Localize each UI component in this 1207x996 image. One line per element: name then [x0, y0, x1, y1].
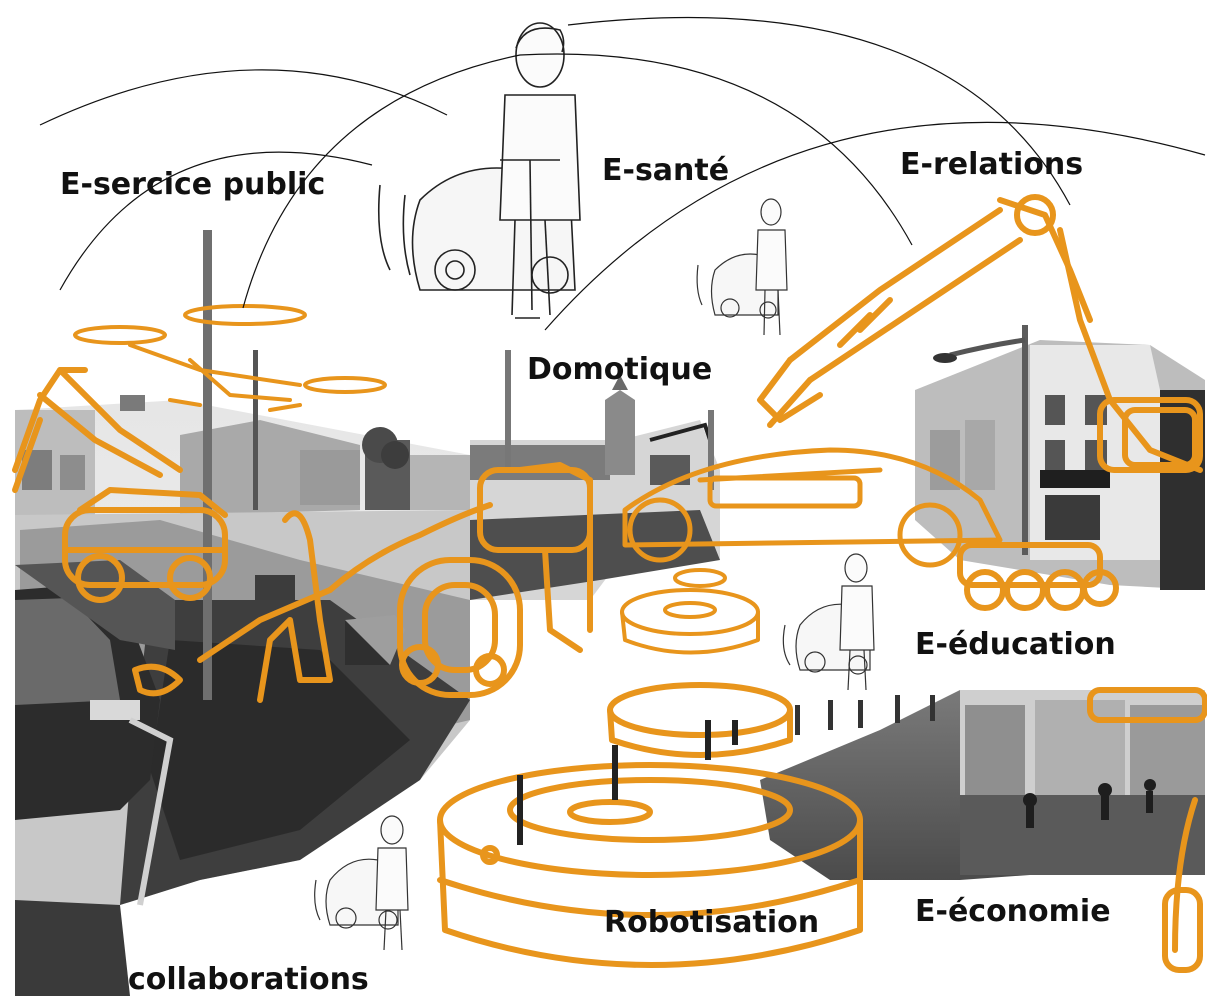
robot-arm-left: [12, 367, 183, 493]
person-car-sketch-lower: [314, 815, 409, 951]
person-car-sketch-medium: [696, 198, 788, 336]
label-e-sante: E-santé: [602, 153, 730, 188]
orange-robot-sketches: [12, 194, 1207, 973]
person-car-sketch-large: [377, 22, 581, 319]
person-car-sketch-right: [782, 553, 875, 691]
futuristic-car-sketch: [622, 447, 1003, 568]
leaf-sketch: [132, 663, 183, 697]
bollards-center: [517, 720, 738, 845]
robot-figure: [257, 510, 333, 703]
vacuum-robot-center: [197, 462, 593, 698]
label-domotique: Domotique: [527, 352, 713, 387]
robot-base-top: [607, 682, 793, 758]
robot-vacuum-small: [620, 568, 760, 655]
label-e-service-public: E-sercice public: [60, 167, 326, 202]
street-photo-center: [470, 350, 720, 600]
label-robotisation: Robotisation: [604, 905, 820, 940]
connection-arcs: [39, 16, 1206, 331]
label-e-relations: E-relations: [900, 147, 1084, 182]
robot-edge-right: [1087, 687, 1207, 973]
street-photo-left: [15, 230, 470, 996]
label-e-economie: E-économie: [915, 894, 1111, 929]
plaza-photo: [760, 690, 1205, 880]
rover-sketch-left: [62, 487, 228, 603]
drone-sketch: [73, 304, 387, 412]
robot-arm-right: [757, 194, 1203, 473]
tracked-rover-right: [957, 542, 1119, 611]
label-e-education: E-éducation: [915, 627, 1116, 662]
label-collaborations: collaborations: [128, 962, 369, 996]
robot-vacuum-large: [437, 762, 863, 968]
